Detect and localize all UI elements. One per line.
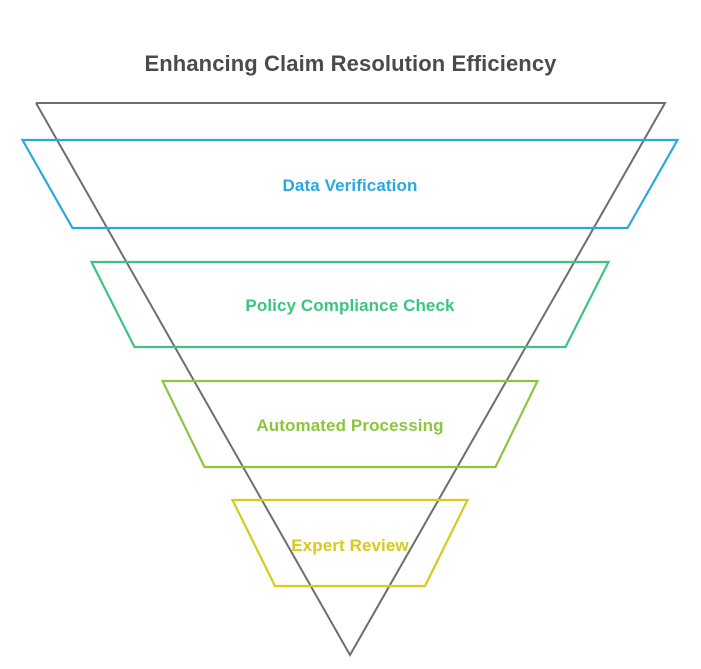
funnel-stage-2[interactable] xyxy=(89,260,611,349)
funnel-stage-label-2: Policy Compliance Check xyxy=(245,296,455,315)
funnel-stages xyxy=(20,138,680,588)
funnel-stage-3[interactable] xyxy=(160,379,540,469)
funnel-stage-4[interactable] xyxy=(230,498,470,588)
funnel-stage-label-4: Expert Review xyxy=(291,536,409,555)
funnel-outline-path xyxy=(35,102,667,658)
funnel-outline xyxy=(35,102,667,658)
funnel-stage-label-1: Data Verification xyxy=(282,176,418,195)
funnel-stage-label-3: Automated Processing xyxy=(256,416,444,435)
page-title: Enhancing Claim Resolution Efficiency xyxy=(144,51,557,76)
funnel-stage-1[interactable] xyxy=(20,138,680,230)
